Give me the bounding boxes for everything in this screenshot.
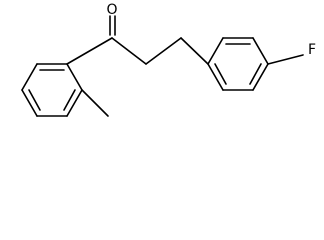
bond-right-1 <box>207 37 224 65</box>
bond-left-5 <box>21 89 38 117</box>
structure-canvas: O F <box>21 2 317 117</box>
bond-left-6 <box>21 63 38 91</box>
bond-right-4 <box>252 63 269 91</box>
bond-right-3 <box>252 37 269 65</box>
bond-right-inner-3 <box>214 63 227 85</box>
bond-right-6 <box>207 63 224 91</box>
bond-left-2 <box>66 63 83 91</box>
fluorine-bond <box>267 54 304 65</box>
bond-chain-to-ring <box>180 37 209 65</box>
bond-carbonyl-to-chain <box>111 37 147 65</box>
bond-ring-to-carbonyl <box>66 37 113 65</box>
methyl-bond <box>81 89 109 117</box>
bond-left-3 <box>66 89 83 117</box>
benzene-ring-right <box>207 37 269 91</box>
benzene-ring-left <box>21 63 83 117</box>
fluorine-label: F <box>308 42 316 58</box>
oxygen-label: O <box>106 2 117 18</box>
chemical-structure-diagram: O F <box>21 2 316 117</box>
bond-left-inner-3 <box>28 89 41 111</box>
bond-right-inner-2 <box>249 63 262 85</box>
bond-left-inner-2 <box>63 89 76 111</box>
bond-chain-middle <box>145 37 182 65</box>
